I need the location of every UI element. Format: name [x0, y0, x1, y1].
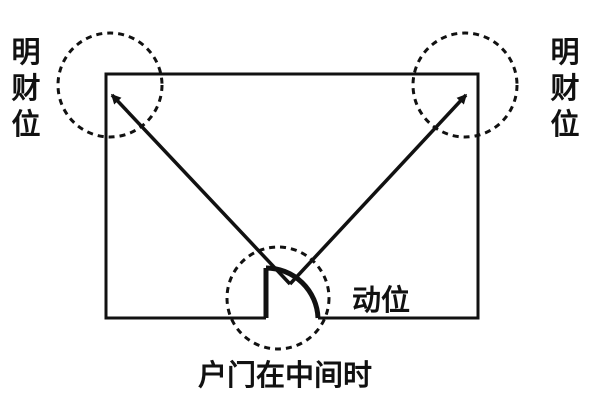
moving-position-circle [225, 245, 331, 351]
wealth-position-right-circle [411, 31, 519, 139]
arrow-to-left-corner [110, 93, 292, 286]
door-swing-arc [265, 265, 321, 319]
arrow-to-right-corner [288, 93, 468, 286]
room-outline [104, 72, 480, 320]
diagram-caption: 户门在中间时 [198, 358, 373, 392]
wealth-position-right-label: 明 财 位 [550, 35, 580, 141]
wealth-position-left-circle [56, 31, 164, 139]
moving-position-label: 动位 [352, 283, 411, 317]
wealth-position-left-label: 明 财 位 [11, 35, 41, 141]
